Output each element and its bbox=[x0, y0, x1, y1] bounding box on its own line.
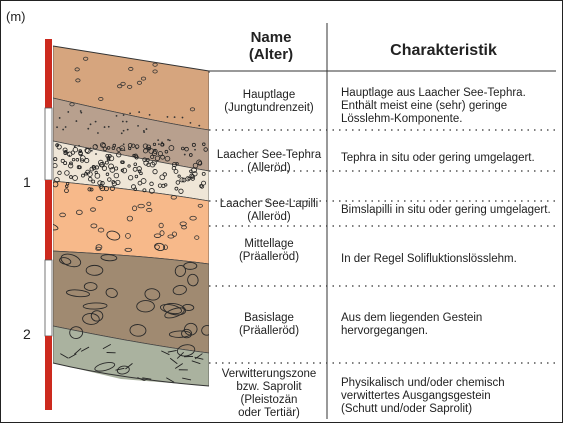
scale-segment-white bbox=[45, 260, 52, 336]
desc-line: In der Regel Solifluktionslösslehm. bbox=[341, 253, 563, 266]
layer-name-basislage: Basislage (Präalleröd) bbox=[207, 312, 331, 338]
depth-scale-bar bbox=[45, 39, 52, 410]
name-line: (Präalleröd) bbox=[207, 325, 331, 338]
description-basislage: Aus dem liegenden Gestein hervorgegangen… bbox=[341, 312, 563, 338]
name-line: (Alleröd) bbox=[205, 211, 333, 224]
layer-name-hauptlage: Hauptlage (Jungtundrenzeit) bbox=[207, 89, 331, 115]
scale-segment-white bbox=[45, 108, 52, 180]
name-line: oder Tertiär) bbox=[207, 407, 331, 420]
desc-line: verwittertes Ausgangsgestein bbox=[341, 390, 563, 403]
name-line: Hauptlage bbox=[207, 89, 331, 102]
description-lapilli: Bimslapilli in situ oder gering umgelage… bbox=[341, 204, 563, 217]
description-verwitterungszone: Physikalisch und/oder chemisch verwitter… bbox=[341, 377, 563, 416]
desc-line: Aus dem liegenden Gestein bbox=[341, 312, 563, 325]
unit-label: (m) bbox=[6, 9, 26, 24]
desc-line: Hauptlage aus Laacher See-Tephra. bbox=[341, 87, 563, 100]
scale-segment-red bbox=[45, 180, 52, 260]
name-line: (Jungtundrenzeit) bbox=[207, 102, 331, 115]
layer-name-verwitterungszone: Verwitterungszone bzw. Saprolit (Pleisto… bbox=[207, 368, 331, 420]
scale-segment-red bbox=[45, 39, 52, 108]
scale-label-1: 1 bbox=[23, 174, 31, 190]
layer-name-lapilli: Laacher See-Lapilli (Alleröd) bbox=[205, 198, 333, 224]
header-characteristics: Charakteristik bbox=[331, 42, 556, 59]
name-line: Verwitterungszone bbox=[207, 368, 331, 381]
layer-name-mittellage: Mittellage (Präalleröd) bbox=[207, 238, 331, 264]
description-mittellage: In der Regel Solifluktionslösslehm. bbox=[341, 253, 563, 266]
name-line: bzw. Saprolit bbox=[207, 381, 331, 394]
desc-line: Lösslehm-Komponente. bbox=[341, 113, 563, 126]
header-name: Name (Alter) bbox=[221, 29, 321, 63]
description-tephra: Tephra in situ oder gering umgelagert. bbox=[341, 152, 563, 165]
desc-line: Tephra in situ oder gering umgelagert. bbox=[341, 152, 563, 165]
desc-line: Bimslapilli in situ oder gering umgelage… bbox=[341, 204, 563, 217]
name-line: Basislage bbox=[207, 312, 331, 325]
name-line: (Pleistozän bbox=[207, 394, 331, 407]
desc-line: (Schutt und/oder Saprolit) bbox=[341, 403, 563, 416]
name-line: (Präalleröd) bbox=[207, 251, 331, 264]
scale-label-2: 2 bbox=[23, 326, 31, 342]
desc-line: Physikalisch und/oder chemisch bbox=[341, 377, 563, 390]
header-age-line: (Alter) bbox=[221, 46, 321, 63]
name-line: Mittellage bbox=[207, 238, 331, 251]
description-hauptlage: Hauptlage aus Laacher See-Tephra. Enthäl… bbox=[341, 87, 563, 126]
layer-name-tephra: Laacher See-Tephra (Alleröd) bbox=[205, 149, 333, 175]
desc-line: hervorgegangen. bbox=[341, 325, 563, 338]
name-line: (Alleröd) bbox=[205, 162, 333, 175]
desc-line: Enthält meist eine (sehr) geringe bbox=[341, 100, 563, 113]
name-line: Laacher See-Lapilli bbox=[205, 198, 333, 211]
header-name-line: Name bbox=[221, 29, 321, 46]
name-line: Laacher See-Tephra bbox=[205, 149, 333, 162]
scale-segment-red bbox=[45, 336, 52, 410]
